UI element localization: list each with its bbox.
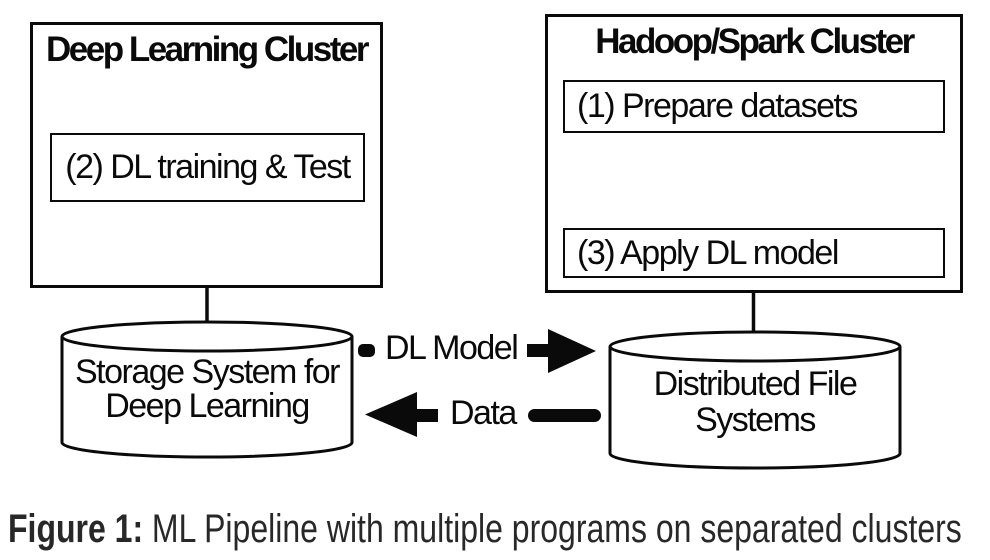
data-arrow-shaft <box>416 409 438 422</box>
step-dl-training-box: (2) DL training & Test <box>50 133 365 202</box>
step-prepare-datasets-box: (1) Prepare datasets <box>563 80 945 133</box>
right-storage-label-line1: Distributed File <box>653 365 858 403</box>
data-arrow-tail <box>528 409 601 422</box>
right-storage-label-line2: Systems <box>695 401 816 439</box>
figure-caption-text: Figure 1:ML Pipeline with multiple progr… <box>8 505 962 553</box>
dl-model-arrow-dash <box>358 344 375 357</box>
left-storage-label: Storage System for Deep Learning <box>62 355 352 423</box>
dl-model-flow-label: DL Model <box>385 329 519 367</box>
right-cylinder-top <box>608 330 902 363</box>
figure-caption-prefix: Figure 1: <box>8 507 144 551</box>
left-cylinder-top <box>60 320 354 353</box>
step-apply-dl-model-label: (3) Apply DL model <box>577 233 839 272</box>
right-storage-label: Distributed File Systems <box>610 366 900 438</box>
step-dl-training-label: (2) DL training & Test <box>65 148 351 186</box>
hadoop-spark-cluster-box: Hadoop/Spark Cluster (1) Prepare dataset… <box>545 14 963 293</box>
data-arrowhead-icon <box>365 392 417 437</box>
step-prepare-datasets-label: (1) Prepare datasets <box>577 87 858 125</box>
data-flow-label: Data <box>450 394 517 432</box>
deep-learning-cluster-title: Deep Learning Cluster <box>46 30 369 69</box>
dl-model-arrowhead-icon <box>548 329 596 373</box>
step-apply-dl-model-box: (3) Apply DL model <box>563 228 945 278</box>
deep-learning-cluster-box: Deep Learning Cluster (2) DL training & … <box>30 22 383 288</box>
left-storage-label-line2: Deep Learning <box>105 387 310 425</box>
figure-caption-body: ML Pipeline with multiple programs on se… <box>151 507 962 551</box>
figure-caption: Figure 1:ML Pipeline with multiple progr… <box>8 505 990 553</box>
hadoop-spark-cluster-title: Hadoop/Spark Cluster <box>595 22 915 61</box>
dl-model-arrow-shaft <box>527 344 550 357</box>
left-storage-label-line1: Storage System for <box>74 353 341 391</box>
